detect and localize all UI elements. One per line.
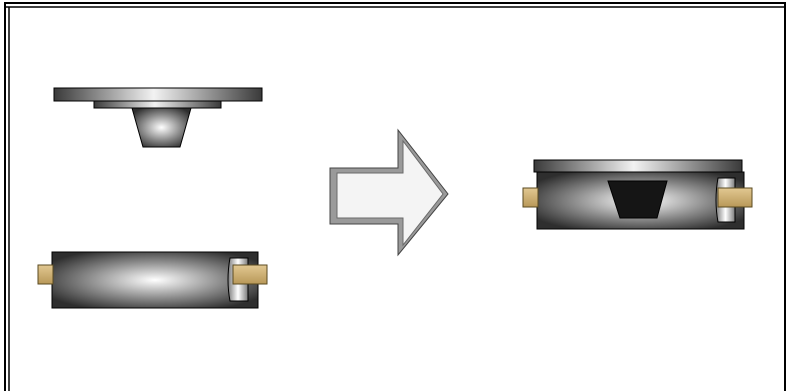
punch-flange [53, 87, 263, 102]
outer-frame [4, 2, 786, 391]
ring-die-right-tab [232, 264, 268, 285]
punch-part [53, 87, 263, 148]
assembled-part [522, 159, 753, 230]
ring-die-left-tab [37, 264, 54, 285]
ring-die-body [51, 251, 259, 309]
right-arrow-icon [329, 128, 449, 257]
assembled-left-tab [522, 187, 539, 208]
ring-die-part [37, 251, 268, 309]
punch-collar [93, 100, 222, 109]
punch-stem [131, 107, 192, 148]
assembled-right-tab [717, 187, 753, 208]
assembled-cavity [607, 180, 668, 219]
assembled-top-flange [533, 159, 743, 173]
